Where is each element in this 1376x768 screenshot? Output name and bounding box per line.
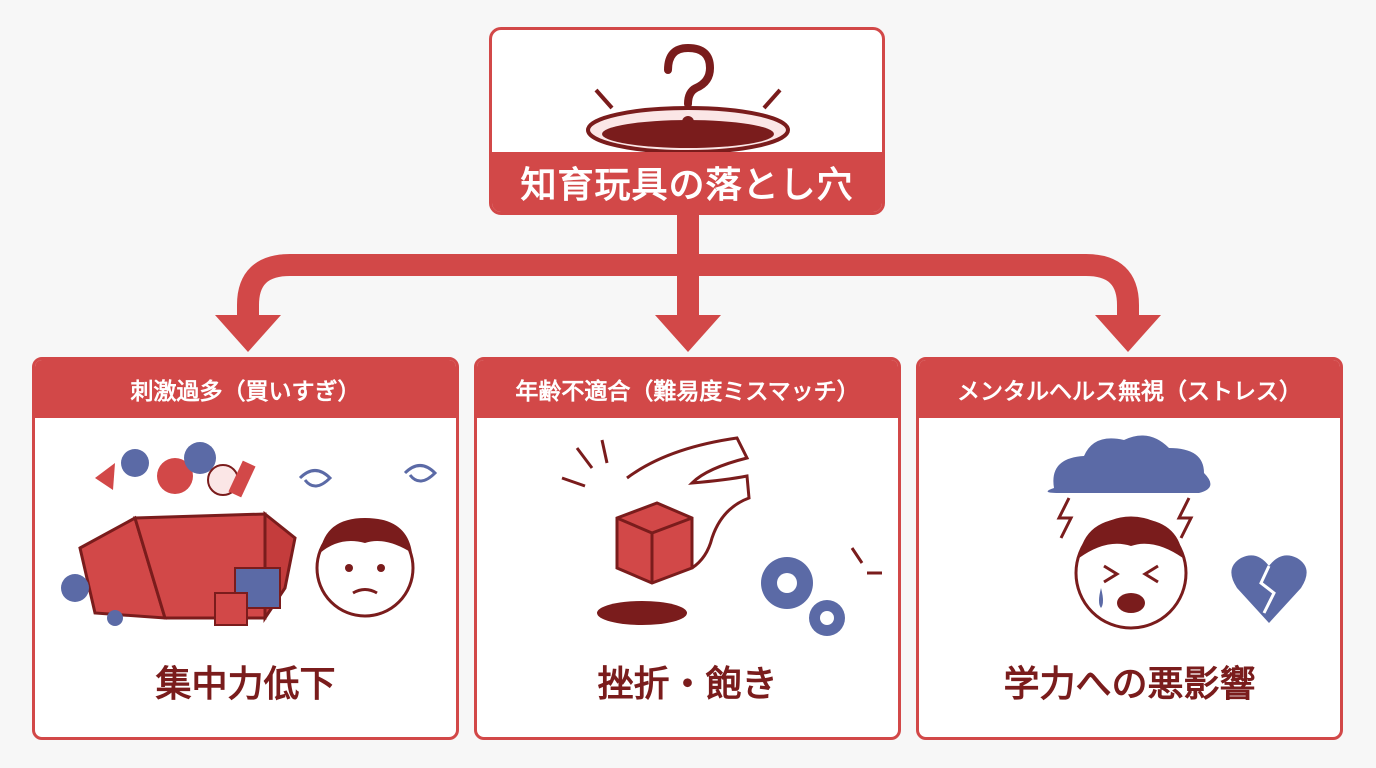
panel-mental-health: メンタルヘルス無視（ストレス） 学力への悪影響: [916, 357, 1343, 740]
panel-header: 年齢不適合（難易度ミスマッチ）: [477, 360, 898, 418]
arrow-right-head: [1095, 315, 1161, 352]
arrow-center-head: [655, 315, 721, 352]
panel-result: 集中力低下: [155, 664, 336, 705]
panel-overstimulation: 刺激過多（買いすぎ） 集中力低下: [32, 357, 459, 740]
panel-art: [61, 442, 438, 626]
dizzy-child-icon: [298, 464, 438, 618]
gears-icon: [761, 547, 882, 636]
panel-age-mismatch: 年齢不適合（難易度ミスマッチ） 挫折・飽き: [474, 357, 901, 740]
panel-art: [561, 436, 882, 636]
hand-cube-hole-icon: [561, 436, 751, 625]
page-title: 知育玩具の落とし穴: [492, 152, 882, 212]
hole-question-icon: [586, 43, 790, 154]
panel-art: [1047, 435, 1307, 630]
panel-result: 学力への悪影響: [1003, 664, 1256, 705]
top-box: 知育玩具の落とし穴: [489, 27, 885, 215]
panel-result: 挫折・飽き: [597, 664, 778, 705]
stormy-crying-child-icon: [1047, 435, 1211, 630]
panel-header: 刺激過多（買いすぎ）: [35, 360, 456, 418]
arrow-left-head: [215, 315, 281, 352]
overflowing-toy-box-icon: [61, 442, 297, 626]
panel-header: メンタルヘルス無視（ストレス）: [919, 360, 1340, 418]
broken-heart-icon: [1231, 555, 1307, 623]
